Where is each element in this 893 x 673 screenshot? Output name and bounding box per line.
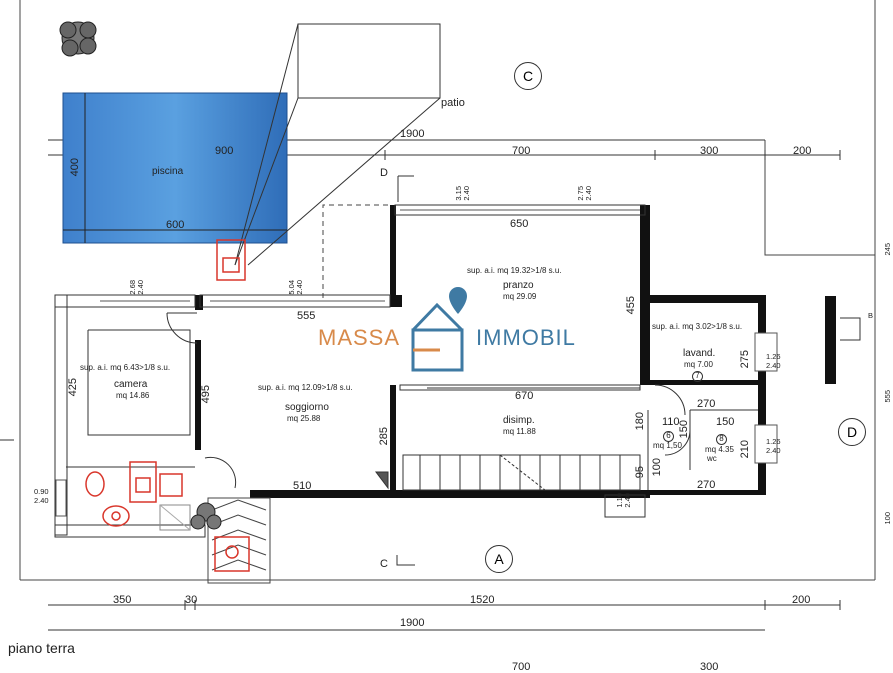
bottom-dimension-lines: [48, 600, 841, 631]
dim-150-horizontal: 150: [716, 416, 735, 428]
dim-285: 285: [378, 427, 390, 446]
pergola-outline: [322, 204, 390, 298]
dim-270-upper: 270: [697, 398, 716, 410]
dim-95: 95: [634, 466, 646, 479]
dim-top-200: 200: [793, 145, 812, 157]
marker-d-label: D: [380, 167, 388, 179]
dim-right-555: 555: [883, 390, 892, 403]
dim-top-900: 900: [215, 145, 234, 157]
dim-150-vertical: 150: [678, 420, 690, 439]
dim-bottom-300: 300: [700, 661, 719, 673]
ripost-mq: mq 1,50: [653, 441, 682, 450]
soggiorno-name: soggiorno: [285, 402, 329, 413]
soggiorno-surface: sup. a.i. mq 12.09>1/8 s.u.: [258, 383, 353, 392]
section-d-marker: D: [838, 418, 866, 446]
section-arrows: [396, 175, 861, 566]
wc-mq: mq 4.35: [705, 445, 734, 454]
red-fixtures: [85, 239, 250, 572]
dim-210: 210: [739, 440, 751, 459]
window-marks: [55, 209, 778, 517]
section-c-marker: C: [514, 62, 542, 90]
camera-surface: sup. a.i. mq 6.43>1/8 s.u.: [80, 363, 171, 372]
window-126-b: 1.26: [766, 437, 781, 446]
patio-leader-lines: [234, 23, 441, 266]
dim-bottom-700: 700: [512, 661, 531, 673]
camera-mq: mq 14.86: [116, 391, 150, 400]
camera-name: camera: [114, 379, 148, 390]
marker-b-label: B: [868, 311, 874, 320]
lavand-surface: sup. a.i. mq 3.02>1/8 s.u.: [652, 322, 743, 331]
map-pin-icon: [449, 287, 467, 314]
window-240-e: 2.40: [766, 361, 781, 370]
marker-c-label: C: [380, 558, 388, 570]
step: [604, 494, 646, 518]
staircase: [375, 454, 641, 491]
window-240-g: 2.40: [34, 496, 49, 505]
pool-dimension-lines: [63, 93, 287, 243]
watermark-massa: MASSA: [318, 325, 401, 350]
shower-diag: [159, 504, 191, 531]
pranzo-name: pranzo: [503, 280, 534, 291]
pool-label: piscina: [152, 166, 184, 177]
plan-title: piano terra: [8, 640, 75, 656]
lavand-mq: mq 7.00: [684, 360, 713, 369]
dim-bottom-30: 30: [185, 594, 198, 606]
dim-right-100: 100: [883, 512, 892, 525]
section-a-marker: A: [485, 545, 513, 573]
disimp-name: disimp.: [503, 415, 535, 426]
window-240-f: 2.40: [766, 446, 781, 455]
window-090: 0.90: [34, 487, 49, 496]
pranzo-surface: sup. a.i. mq 19.32>1/8 s.u.: [467, 266, 562, 275]
dim-180: 180: [634, 412, 646, 431]
dim-top-300: 300: [700, 145, 719, 157]
window-240-a: 2.40: [136, 280, 145, 295]
window-240-d: 2.40: [584, 186, 593, 201]
dim-650: 650: [510, 218, 529, 230]
dim-510: 510: [293, 480, 312, 492]
lavand-number: 7: [692, 371, 703, 382]
dim-right-245: 245: [883, 243, 892, 256]
door-swings: [166, 312, 691, 489]
dim-100: 100: [651, 458, 663, 477]
dim-275: 275: [739, 350, 751, 369]
dim-270-lower: 270: [697, 479, 716, 491]
window-126-a: 1.26: [766, 352, 781, 361]
pool-width-label: 600: [166, 219, 185, 231]
dim-bottom-total: 1900: [400, 617, 425, 629]
lavand-name: lavand.: [683, 348, 716, 359]
wc-name: wc: [707, 454, 717, 463]
dim-555: 555: [297, 310, 316, 322]
dim-bottom-1520: 1520: [470, 594, 495, 606]
disimp-mq: mq 11.88: [503, 427, 536, 436]
walls: [195, 205, 836, 498]
dim-425: 425: [67, 378, 79, 397]
shower: [159, 504, 191, 531]
dim-bottom-350: 350: [113, 594, 132, 606]
wc-number: 8: [716, 434, 727, 445]
window-240-c: 2.40: [462, 186, 471, 201]
lot-boundary: [19, 0, 876, 581]
pool: [62, 92, 288, 244]
pool-height-label: 400: [69, 158, 81, 177]
dim-top-total: 1900: [400, 128, 425, 140]
dim-670: 670: [515, 390, 534, 402]
pranzo-mq: mq 29.09: [503, 292, 537, 301]
dim-110: 110: [662, 416, 680, 428]
window-240-h: 2.40: [623, 493, 632, 508]
window-240-b: 2.40: [295, 280, 304, 295]
dim-455: 455: [625, 296, 637, 315]
watermark-immobil: IMMOBIL: [476, 325, 576, 350]
entrance-plant: [190, 502, 222, 530]
patio-label: patio: [441, 97, 465, 109]
patio: [297, 23, 441, 99]
ripost-number: 6: [663, 431, 674, 442]
tree-symbol: [59, 21, 97, 57]
dim-495: 495: [200, 385, 212, 404]
dim-top-700: 700: [512, 145, 531, 157]
dim-bottom-200: 200: [792, 594, 811, 606]
brand-logo-house: [411, 302, 464, 372]
soggiorno-mq: mq 25.88: [287, 414, 321, 423]
